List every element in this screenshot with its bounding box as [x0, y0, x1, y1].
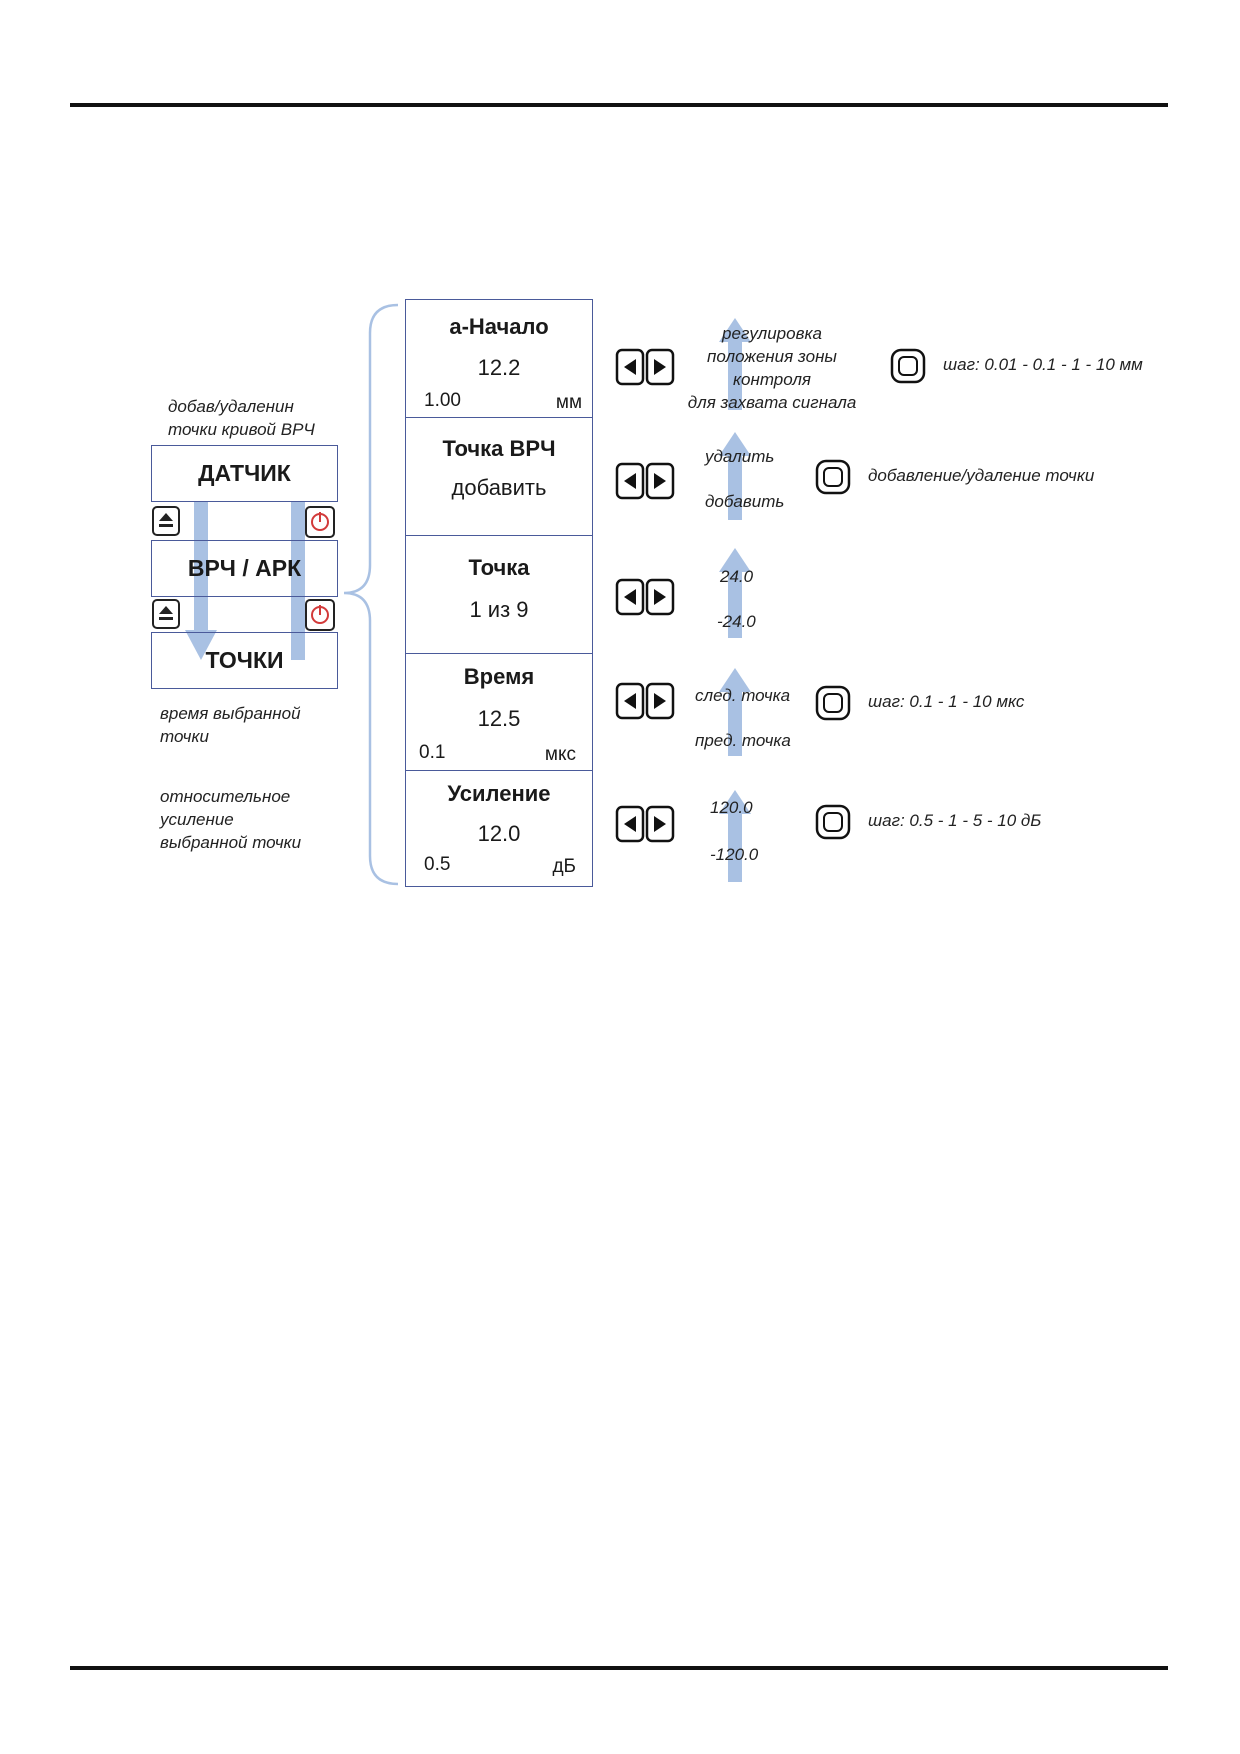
encoder-button-icon[interactable]: [890, 348, 926, 384]
step-note: шаг: 0.1 - 1 - 10 мкс: [868, 692, 1025, 711]
cell-title: Точка: [468, 555, 530, 580]
left-right-keys-icon[interactable]: [615, 682, 675, 720]
cell-title: Точка ВРЧ: [442, 436, 556, 461]
menu-cell-time[interactable]: Время 12.5 0.1 мкс: [406, 654, 592, 771]
adjust-zone-label: регулировка положения зоны контроля для …: [672, 322, 872, 414]
value-up-arrow-icon: [719, 668, 751, 756]
value-up-arrow-icon: [719, 790, 751, 882]
note-line: время выбранной: [160, 704, 301, 723]
cell-step: 1.00: [424, 390, 461, 411]
menu-box-label: ТОЧКИ: [205, 647, 284, 673]
menu-cell-point[interactable]: Точка 1 из 9: [406, 536, 592, 654]
eject-up-key-icon[interactable]: [151, 598, 181, 630]
arrow-label-bottom: -120.0: [710, 845, 759, 864]
bottom-rule: [70, 1666, 1168, 1670]
cell-step: 0.5: [424, 854, 451, 875]
value-up-arrow-icon: [719, 318, 751, 410]
cell-value: 12.0: [477, 821, 521, 846]
label-line: регулировка: [722, 324, 822, 343]
curly-brace: [343, 303, 399, 886]
value-up-arrow-icon: [719, 432, 751, 520]
menu-box-tochki[interactable]: ТОЧКИ: [151, 632, 338, 689]
note-line: добав/удаленин: [168, 397, 294, 416]
cell-value: 1 из 9: [469, 597, 529, 622]
arrow-label-top: удалить: [705, 447, 775, 466]
arrow-label-bottom: пред. точка: [695, 731, 791, 750]
arrow-label-top: след. точка: [695, 686, 791, 705]
cell-title: Время: [463, 664, 535, 689]
encoder-button-icon[interactable]: [815, 804, 851, 840]
note-relative-gain: относительное усиление выбранной точки: [160, 785, 301, 854]
eject-up-key-icon[interactable]: [151, 505, 181, 537]
power-key-icon[interactable]: [304, 598, 336, 632]
menu-box-datchik[interactable]: ДАТЧИК: [151, 445, 338, 502]
step-note: добавление/удаление точки: [868, 466, 1095, 485]
menu-box-vrch-ark[interactable]: ВРЧ / АРК: [151, 540, 338, 597]
note-line: относительное: [160, 787, 291, 806]
down-arrow-head: [185, 630, 217, 660]
arrow-label-top: 120.0: [710, 798, 753, 817]
menu-box-label: ДАТЧИК: [198, 460, 291, 486]
label-line: положения зоны: [707, 347, 837, 366]
top-rule: [70, 103, 1168, 107]
note-add-remove: добав/удаленин точки кривой ВРЧ: [168, 395, 315, 441]
menu-cell-gain[interactable]: Усиление 12.0 0.5 дБ: [406, 771, 592, 886]
note-line: выбранной точки: [160, 833, 302, 852]
encoder-button-icon[interactable]: [815, 685, 851, 721]
cell-value: 12.5: [477, 706, 521, 731]
left-right-keys-icon[interactable]: [615, 462, 675, 500]
encoder-button-icon[interactable]: [815, 459, 851, 495]
cell-unit: мкс: [544, 744, 576, 765]
note-line: точки: [160, 727, 209, 746]
menu-cell-a-start[interactable]: а-Начало 12.2 1.00 мм: [406, 300, 592, 418]
value-up-arrow-icon: [719, 548, 751, 638]
menu-box-label: ВРЧ / АРК: [187, 555, 302, 581]
note-line: усиление: [160, 810, 234, 829]
label-line: контроля: [732, 370, 811, 389]
arrow-label-bottom: -24.0: [717, 612, 756, 631]
down-arrow-shaft: [194, 480, 208, 645]
arrow-label-bottom: добавить: [705, 492, 785, 511]
cell-unit: дБ: [552, 856, 576, 877]
cell-value: 12.2: [477, 355, 521, 380]
step-note: шаг: 0.01 - 0.1 - 1 - 10 мм: [943, 355, 1143, 374]
menu-cell-vrch-point[interactable]: Точка ВРЧ добавить: [406, 418, 592, 536]
arrow-label-top: 24.0: [720, 567, 754, 586]
cell-title: Усиление: [447, 781, 551, 806]
up-arrow-shaft: [291, 485, 305, 660]
step-note: шаг: 0.5 - 1 - 5 - 10 дБ: [868, 811, 1042, 830]
cell-title: а-Начало: [449, 314, 549, 339]
left-right-keys-icon[interactable]: [615, 578, 675, 616]
left-right-keys-icon[interactable]: [615, 805, 675, 843]
label-line: для захвата сигнала: [687, 393, 857, 412]
left-right-keys-icon[interactable]: [615, 348, 675, 386]
cell-unit: мм: [555, 392, 582, 413]
parameter-menu: а-Начало 12.2 1.00 мм Точка ВРЧ добавить…: [405, 299, 593, 887]
note-line: точки кривой ВРЧ: [168, 420, 315, 439]
cell-value: добавить: [451, 475, 547, 500]
note-selected-time: время выбранной точки: [160, 702, 301, 748]
cell-step: 0.1: [419, 742, 446, 763]
power-key-icon[interactable]: [304, 505, 336, 539]
